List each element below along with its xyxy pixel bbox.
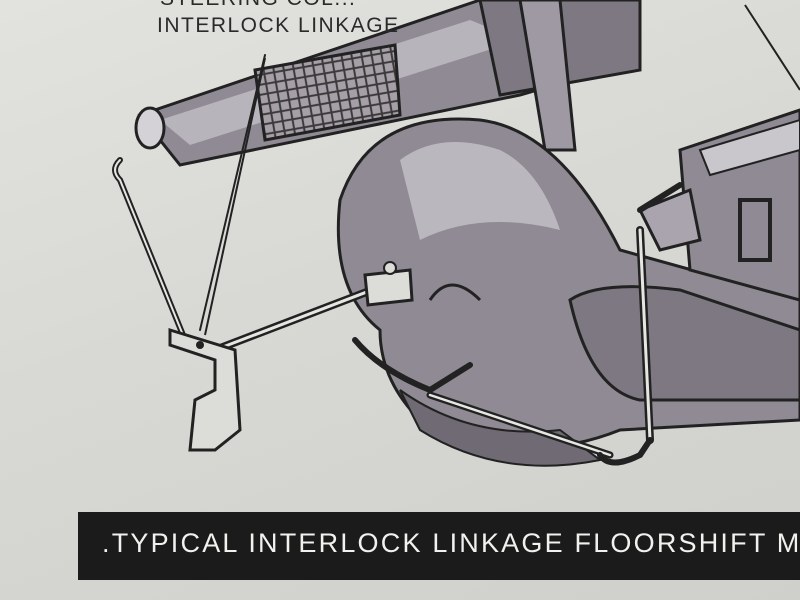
caption-bar [78, 512, 800, 580]
bellcrank-bracket [168, 261, 414, 452]
steering-column [134, 0, 642, 167]
callout-leader-lines [204, 57, 266, 336]
transmission-housing [336, 117, 800, 467]
floorshift-mechanism [637, 4, 800, 302]
callout-line-2: INTERLOCK LINKAGE [157, 14, 400, 37]
interlock-linkage-rods [112, 54, 683, 466]
callout-line-1: STEERING COL... [160, 0, 356, 12]
figure-caption: .TYPICAL INTERLOCK LINKAGE FLOORSHIFT M [102, 528, 800, 558]
